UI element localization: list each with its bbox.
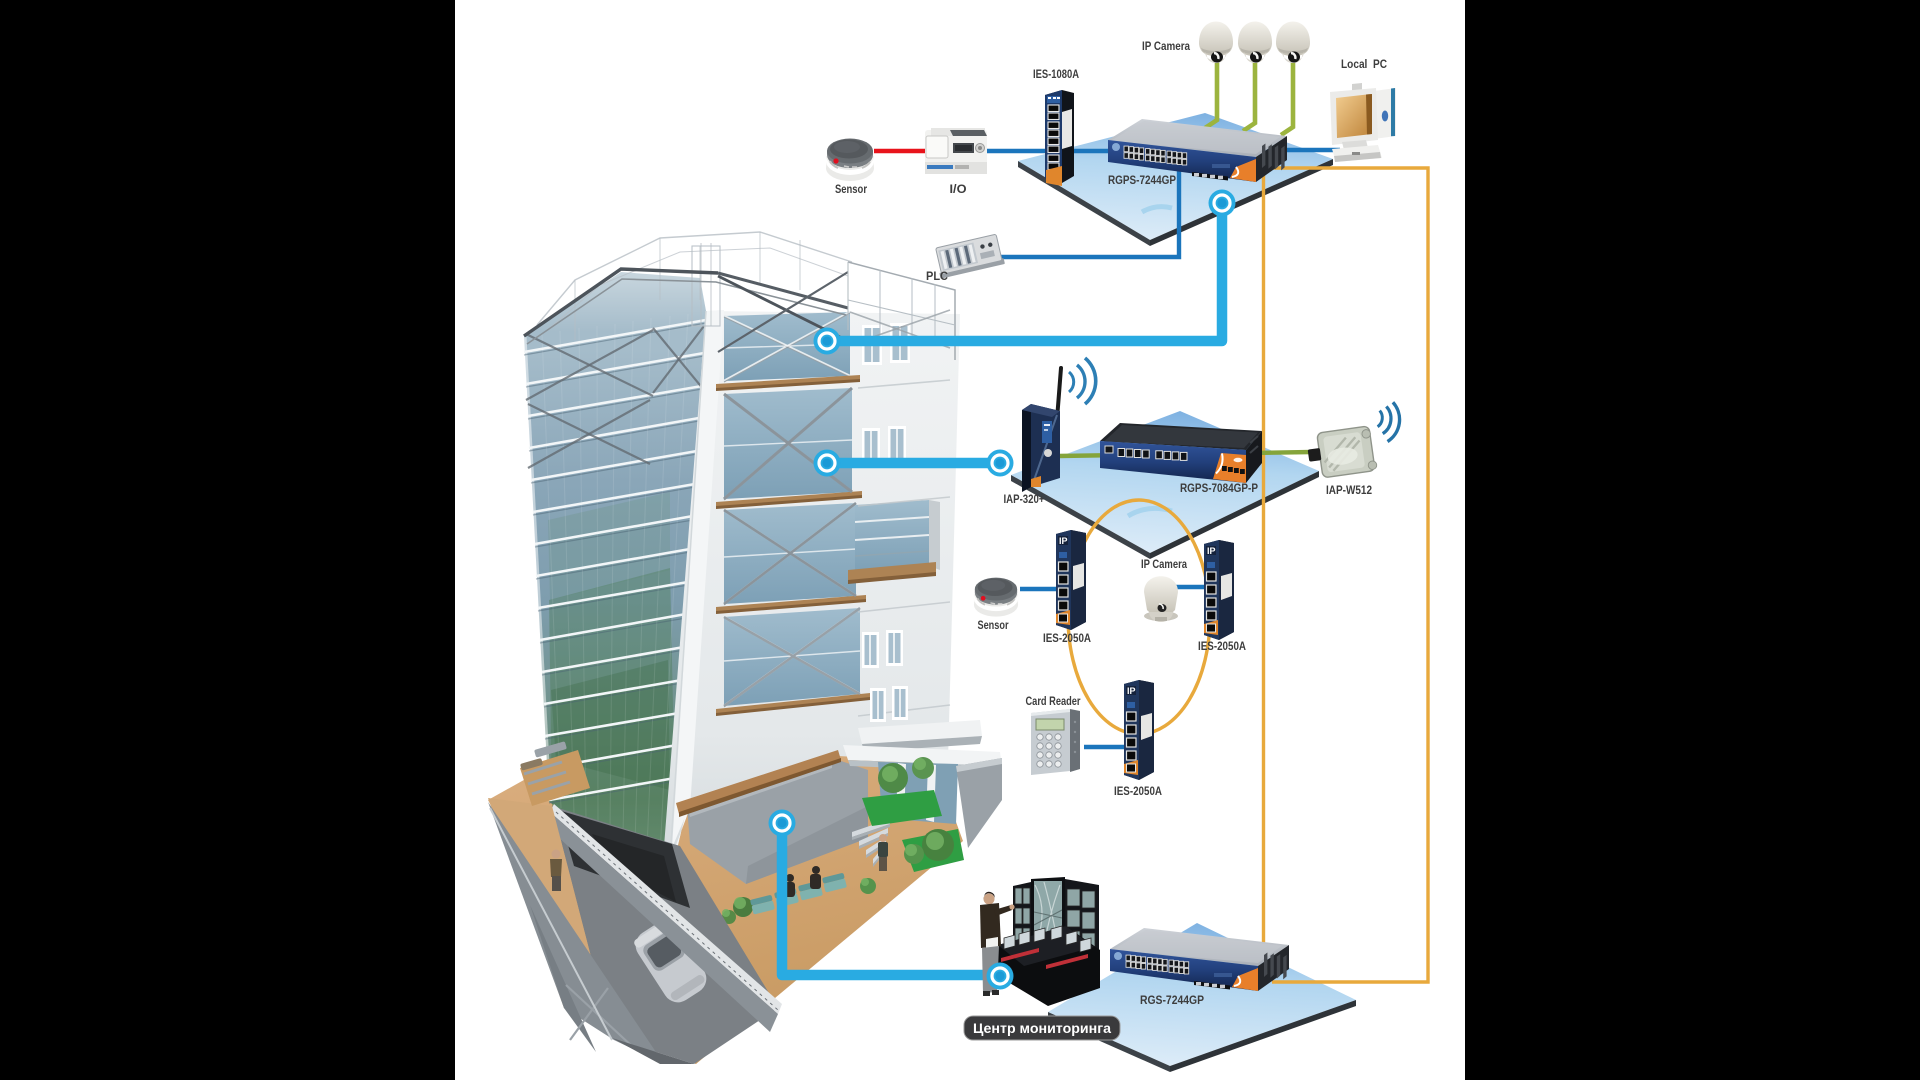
- svg-text:RGPS-7244GP: RGPS-7244GP: [1108, 173, 1176, 187]
- svg-text:Local PC: Local PC: [1341, 57, 1387, 71]
- svg-text:Sensor: Sensor: [978, 618, 1009, 632]
- svg-text:IES-1080A: IES-1080A: [1033, 67, 1079, 81]
- svg-text:RGPS-7084GP-P: RGPS-7084GP-P: [1180, 481, 1258, 495]
- svg-text:IP Camera: IP Camera: [1142, 39, 1190, 53]
- svg-text:IP: IP: [1059, 536, 1068, 546]
- svg-text:IP: IP: [1207, 546, 1216, 556]
- svg-text:IES-2050A: IES-2050A: [1043, 631, 1091, 645]
- svg-text:IES-2050A: IES-2050A: [1198, 639, 1246, 653]
- svg-text:Sensor: Sensor: [835, 182, 867, 196]
- svg-text:IAP-W512: IAP-W512: [1326, 483, 1372, 497]
- svg-text:I/O: I/O: [950, 182, 967, 196]
- svg-text:IES-2050A: IES-2050A: [1114, 784, 1162, 798]
- svg-text:RGS-7244GP: RGS-7244GP: [1140, 993, 1204, 1007]
- svg-text:IAP-320+: IAP-320+: [1004, 492, 1045, 506]
- svg-text:IP: IP: [1127, 686, 1136, 696]
- svg-text:PLC: PLC: [926, 269, 948, 283]
- svg-text:Центр мониторинга: Центр мониторинга: [973, 1020, 1111, 1036]
- svg-text:Card Reader: Card Reader: [1026, 694, 1081, 708]
- svg-text:IP Camera: IP Camera: [1141, 557, 1187, 571]
